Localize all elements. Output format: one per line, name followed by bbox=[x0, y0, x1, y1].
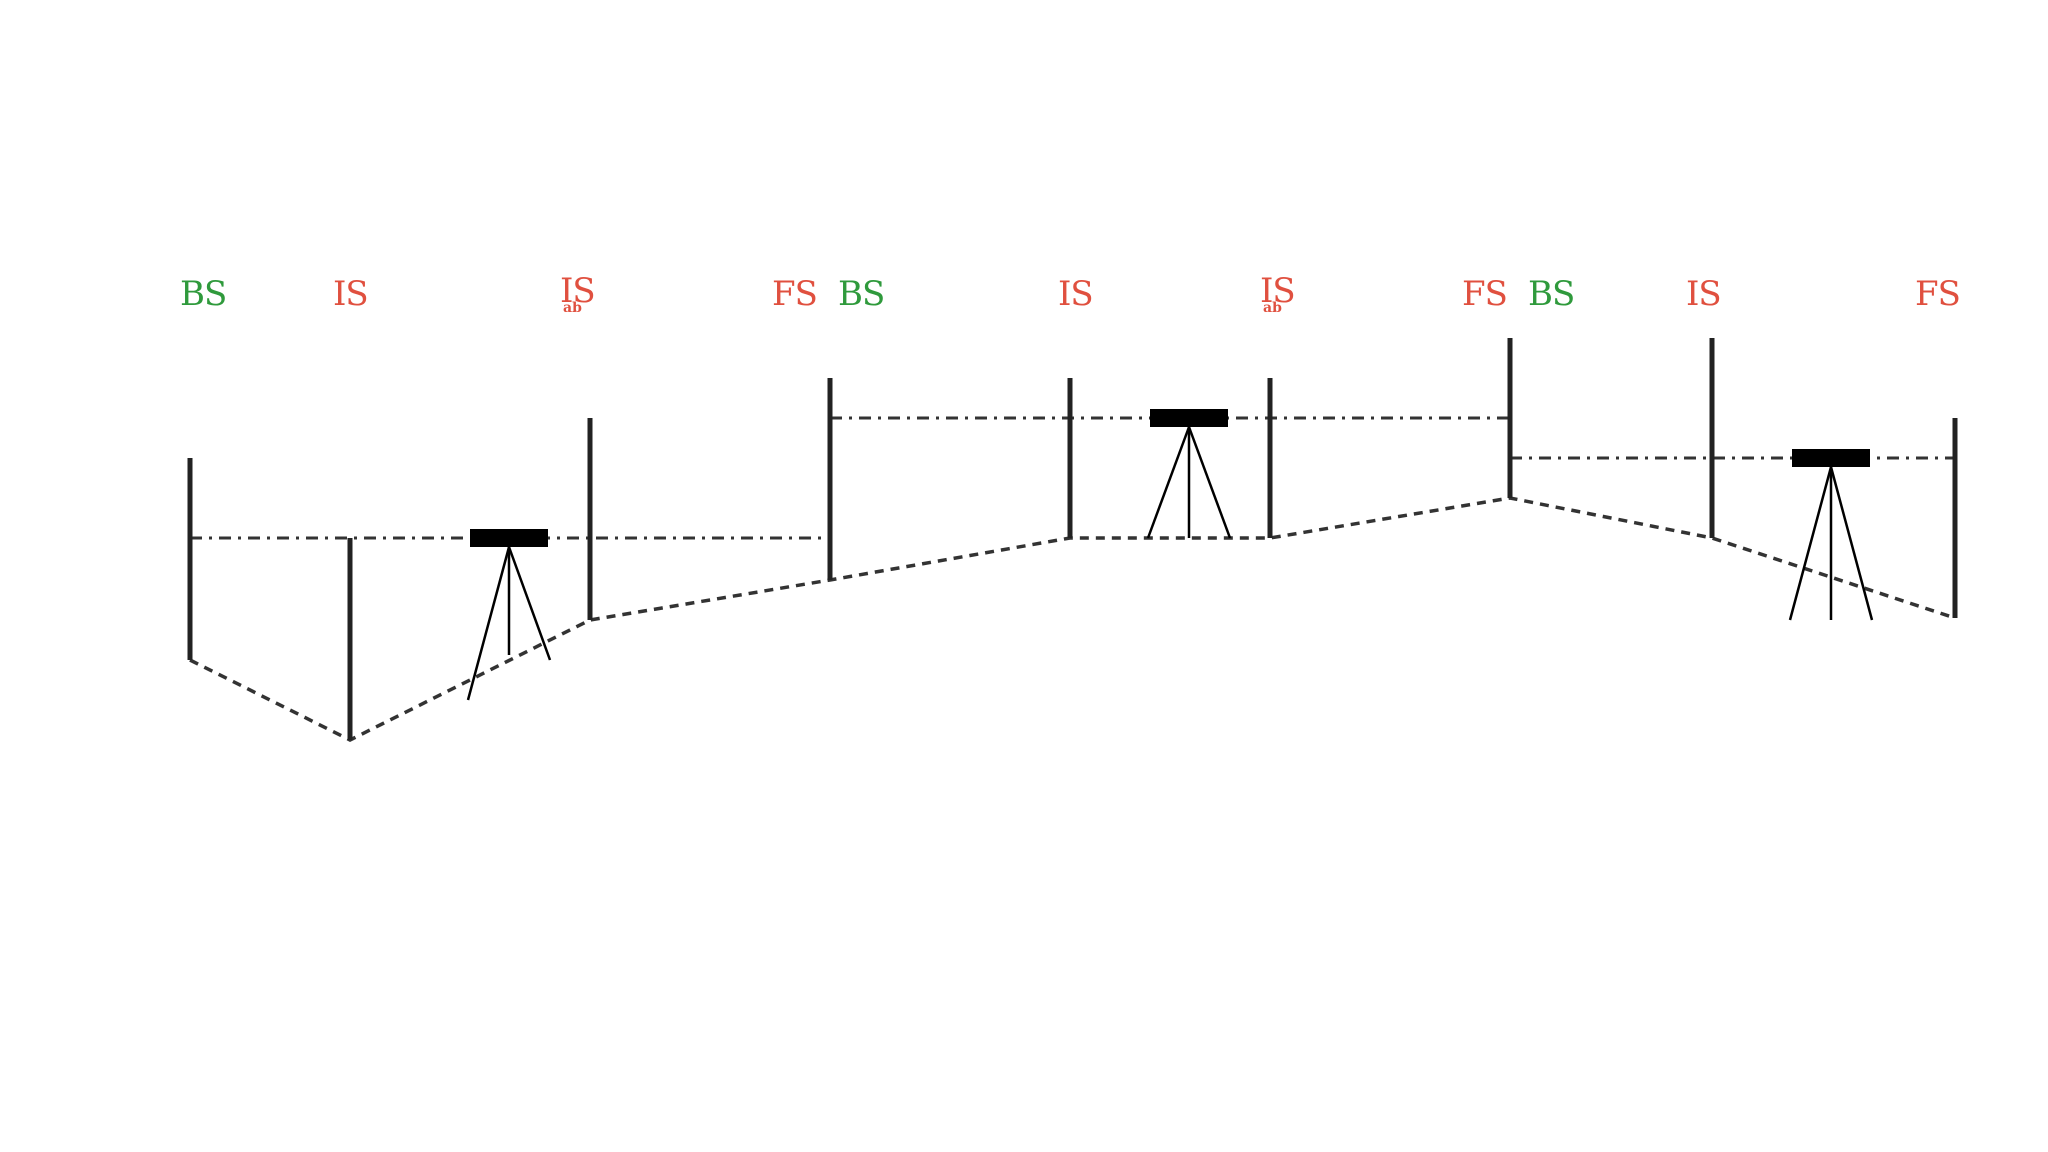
label-is-4-sub: ab bbox=[1263, 300, 1282, 316]
label-bs-3: BS bbox=[1528, 274, 1574, 314]
instrument-body-3 bbox=[1792, 449, 1870, 467]
label-fs-1: FS bbox=[772, 274, 817, 314]
instrument-body-2 bbox=[1150, 409, 1228, 427]
label-fs-3: FS bbox=[1915, 274, 1960, 314]
label-is-2-sub: ab bbox=[563, 300, 582, 316]
label-is-3: IS bbox=[1058, 274, 1093, 314]
level-instrument-icon bbox=[466, 529, 552, 701]
tripod-3 bbox=[1788, 466, 1874, 621]
label-is-1: IS bbox=[333, 274, 368, 314]
sight-labels: BS IS IS ab FS BS IS IS ab FS BS IS FS bbox=[180, 271, 1961, 316]
instrument-body-1 bbox=[470, 529, 548, 547]
level-instrument-icon bbox=[1146, 409, 1232, 539]
label-is-5: IS bbox=[1686, 274, 1721, 314]
label-fs-2: FS bbox=[1462, 274, 1507, 314]
tripod-1 bbox=[466, 546, 552, 701]
label-bs-1: BS bbox=[180, 274, 226, 314]
level-instrument-icon bbox=[1788, 449, 1874, 621]
tripod-2 bbox=[1146, 426, 1232, 539]
levelling-staves bbox=[187, 338, 1958, 740]
label-is-2: IS bbox=[560, 271, 595, 311]
label-is-4: IS bbox=[1260, 271, 1295, 311]
label-bs-2: BS bbox=[838, 274, 884, 314]
